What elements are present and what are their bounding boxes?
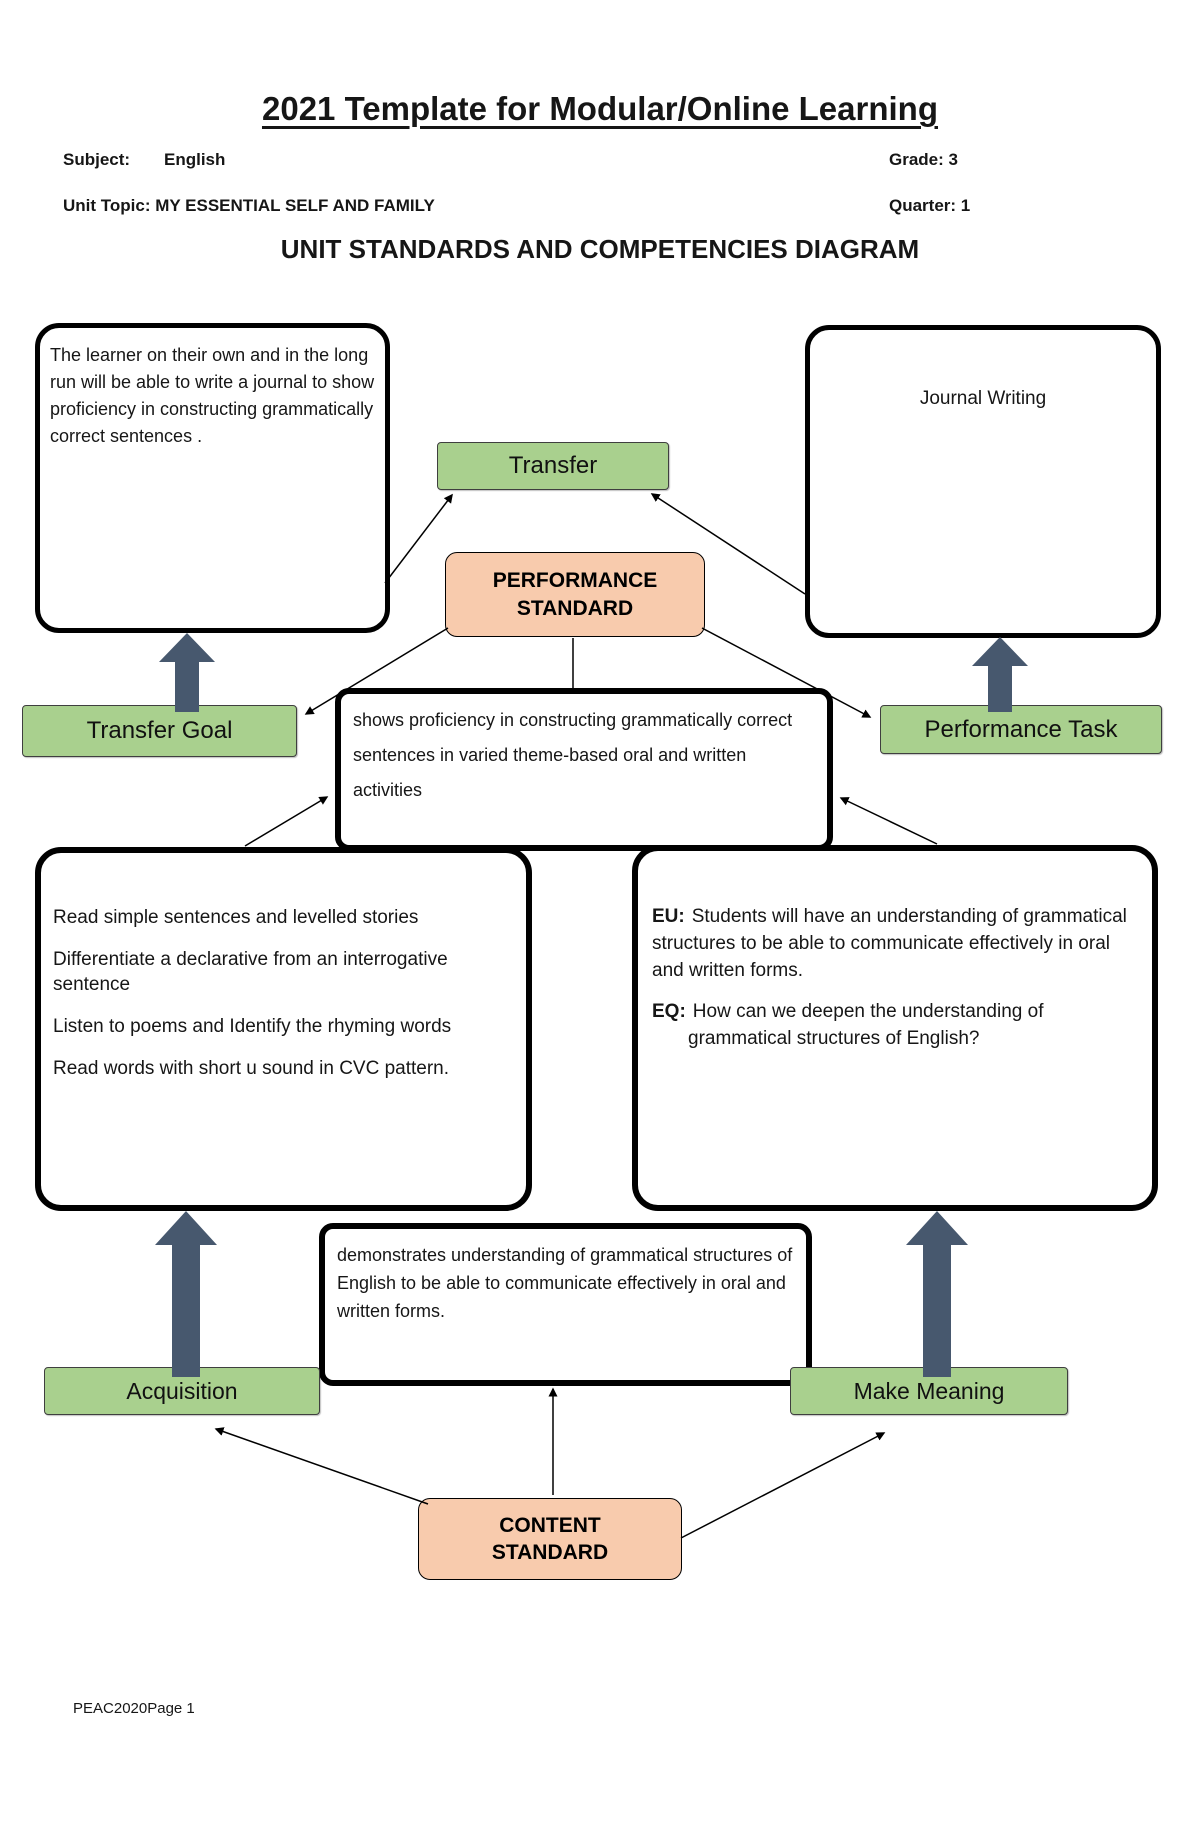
essential-understanding: EU:Students will have an understanding o… xyxy=(652,903,1138,984)
eq-label: EQ: xyxy=(652,1001,686,1022)
quarter-label: Quarter: 1 xyxy=(889,196,971,215)
subject-value: English xyxy=(164,150,226,169)
page-title: 2021 Template for Modular/Online Learnin… xyxy=(261,90,939,127)
performance-task-label: Performance Task xyxy=(924,715,1118,743)
eq-text: How can we deepen the understanding of g… xyxy=(688,1001,1044,1049)
page-footer: PEAC2020Page 1 xyxy=(73,1700,195,1717)
block-arrow-perftask-up xyxy=(972,637,1028,712)
unit-topic-label: Unit Topic: MY ESSENTIAL SELF AND FAMILY xyxy=(63,196,435,215)
performance-task-description-box: Journal Writing xyxy=(805,325,1161,638)
eu-text: Students will have an understanding of g… xyxy=(652,906,1127,981)
arrow-acqbox-to-perfstdtext xyxy=(244,796,329,847)
grade-label: Grade: 3 xyxy=(889,150,958,169)
acquisition-item: Read simple sentences and levelled stori… xyxy=(53,907,419,928)
acquisition-item: Differentiate a declarative from an inte… xyxy=(53,949,448,995)
subject-label: Subject: xyxy=(63,150,131,169)
performance-standard-box: PERFORMANCE STANDARD xyxy=(445,552,705,637)
transfer-goal-description-box: The learner on their own and in the long… xyxy=(35,323,390,633)
acquisition-box: Acquisition xyxy=(44,1367,320,1415)
make-meaning-box: Make Meaning xyxy=(790,1367,1068,1415)
transfer-box: Transfer xyxy=(437,442,669,490)
content-standard-text-box: demonstrates understanding of grammatica… xyxy=(319,1223,812,1386)
diagram-heading: UNIT STANDARDS AND COMPETENCIES DIAGRAM xyxy=(280,234,920,264)
transfer-label: Transfer xyxy=(508,452,598,479)
performance-standard-text-box: shows proficiency in constructing gramma… xyxy=(335,688,833,851)
eu-label: EU: xyxy=(652,906,685,927)
block-arrow-transfergoal-up xyxy=(159,633,215,712)
transfer-goal-label: Transfer Goal xyxy=(86,717,233,744)
make-meaning-label: Make Meaning xyxy=(853,1377,1005,1404)
acquisition-item: Read words with short u sound in CVC pat… xyxy=(53,1058,450,1079)
performance-task-description: Journal Writing xyxy=(919,388,1047,409)
arrow-contentstd-to-makemeaning xyxy=(680,1432,886,1539)
transfer-goal-box: Transfer Goal xyxy=(22,705,297,757)
arrow-goalbox-to-transfer xyxy=(384,493,453,584)
performance-task-box: Performance Task xyxy=(880,705,1162,754)
arrow-eubox-to-perfstdtext xyxy=(839,797,938,845)
acquisition-item: Listen to poems and Identify the rhyming… xyxy=(53,1016,452,1037)
performance-standard-label: PERFORMANCE STANDARD xyxy=(492,569,658,620)
content-standard-text: demonstrates understanding of grammatica… xyxy=(337,1245,793,1321)
performance-standard-text: shows proficiency in constructing gramma… xyxy=(353,710,793,800)
content-standard-label: CONTENT STANDARD xyxy=(491,1513,609,1564)
transfer-goal-description: The learner on their own and in the long… xyxy=(50,345,375,446)
understanding-questions-box: EU:Students will have an understanding o… xyxy=(632,845,1158,1211)
arrow-contentstd-to-acquisition xyxy=(214,1427,429,1505)
block-arrow-acquisition-up xyxy=(155,1211,217,1377)
content-standard-box: CONTENT STANDARD xyxy=(418,1498,682,1580)
essential-question: EQ:How can we deepen the understanding o… xyxy=(652,998,1138,1052)
block-arrow-makemeaning-up xyxy=(906,1211,968,1377)
acquisition-competencies-box: Read simple sentences and levelled stori… xyxy=(35,847,532,1211)
acquisition-label: Acquisition xyxy=(126,1377,238,1404)
